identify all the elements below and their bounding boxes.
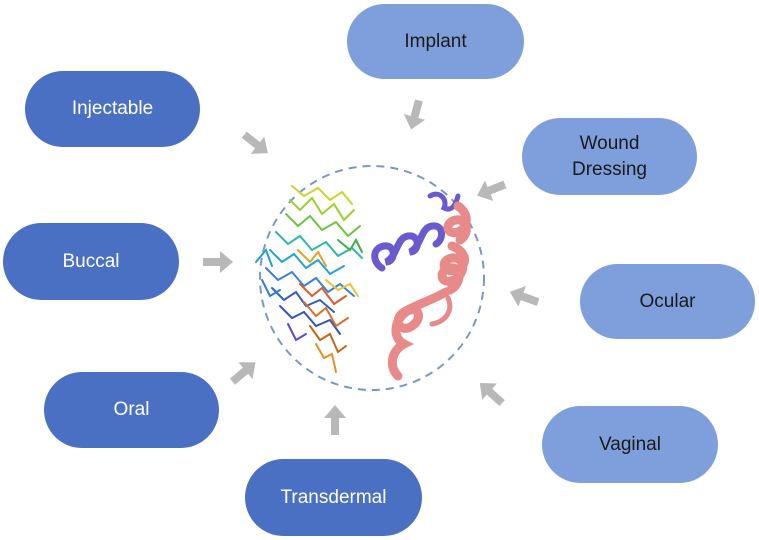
arrow-from-buccal-icon	[203, 251, 233, 273]
wound-dressing-label-line2: Dressing	[572, 158, 647, 180]
vaginal-label: Vaginal	[599, 433, 661, 455]
arrow-from-oral-icon	[225, 353, 263, 391]
ocular-node: Ocular	[580, 264, 755, 339]
pink-helix-icon	[387, 201, 471, 381]
injectable-label: Injectable	[71, 98, 154, 120]
oral-node: Oral	[44, 372, 219, 448]
vaginal-node: Vaginal	[542, 406, 718, 483]
implant-label: Implant	[404, 30, 467, 52]
buccal-node: Buccal	[3, 223, 179, 300]
transdermal-label: Transdermal	[280, 486, 387, 508]
arrow-from-injectable-icon	[237, 126, 275, 162]
arrow-from-wound-dressing-icon	[472, 174, 510, 206]
stick-molecule-icon	[255, 185, 363, 373]
implant-node: Implant	[347, 4, 524, 79]
dashed-circle	[259, 165, 485, 391]
injectable-node: Injectable	[25, 71, 200, 147]
wound-dressing-node: Wound Dressing	[522, 118, 697, 195]
ocular-label: Ocular	[639, 290, 696, 312]
oral-label: Oral	[113, 399, 150, 421]
arrow-from-ocular-icon	[506, 281, 542, 313]
wound-dressing-label-line1: Wound	[579, 132, 640, 154]
arrow-from-implant-icon	[400, 97, 430, 133]
buccal-label: Buccal	[62, 250, 120, 272]
transdermal-node: Transdermal	[245, 459, 422, 536]
arrow-from-transdermal-icon	[324, 405, 346, 435]
arrow-from-vaginal-icon	[472, 374, 510, 412]
